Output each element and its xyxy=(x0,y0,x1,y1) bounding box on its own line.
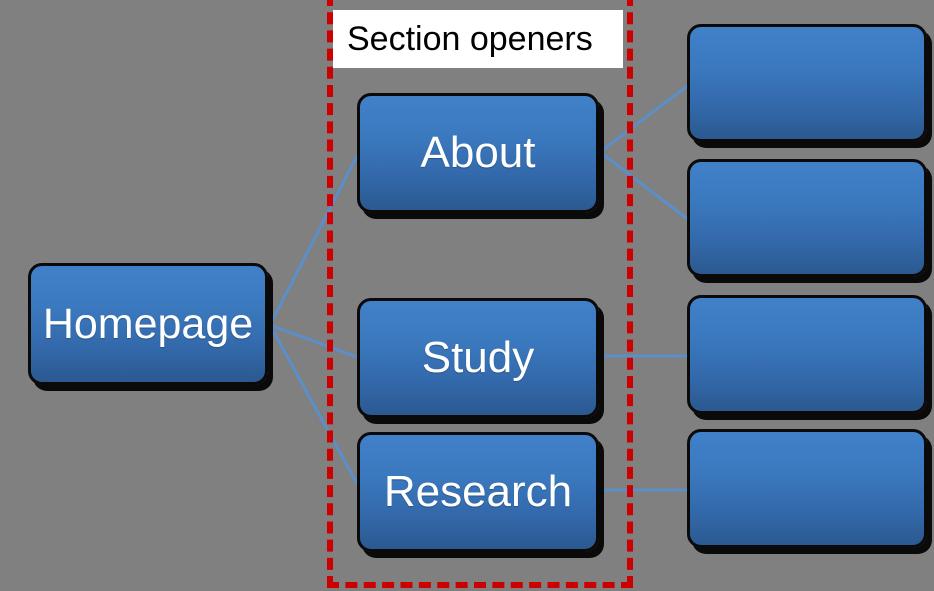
node-about-label: About xyxy=(420,128,536,177)
node-about[interactable]: About xyxy=(357,93,599,213)
section-openers-group-label: Section openers xyxy=(333,10,623,68)
node-study[interactable]: Study xyxy=(357,298,599,418)
node-study-label: Study xyxy=(421,333,535,382)
node-sub-page-1[interactable] xyxy=(687,24,927,142)
group-label-text: Section openers xyxy=(347,20,593,58)
node-sub-page-2[interactable] xyxy=(687,159,927,277)
node-sub-page-4[interactable] xyxy=(687,429,927,548)
node-homepage-label: Homepage xyxy=(42,299,254,348)
node-homepage[interactable]: Homepage xyxy=(28,263,268,385)
node-research-label: Research xyxy=(383,467,573,516)
node-sub-page-3[interactable] xyxy=(687,295,927,414)
node-research[interactable]: Research xyxy=(357,432,599,552)
